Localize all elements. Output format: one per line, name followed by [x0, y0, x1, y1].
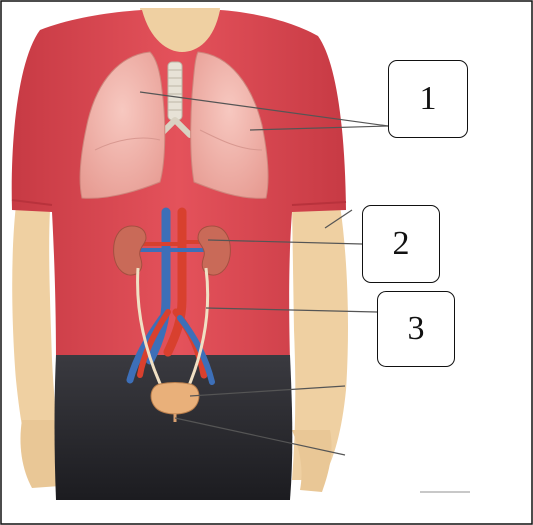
pants	[55, 355, 293, 500]
label-1-text: 1	[420, 80, 437, 118]
label-box-1: 1	[388, 60, 468, 138]
label-3-text: 3	[408, 310, 425, 348]
label-box-2: 2	[362, 205, 440, 283]
bladder	[151, 383, 199, 415]
label-2-text: 2	[393, 225, 410, 263]
label-box-3: 3	[377, 291, 455, 367]
